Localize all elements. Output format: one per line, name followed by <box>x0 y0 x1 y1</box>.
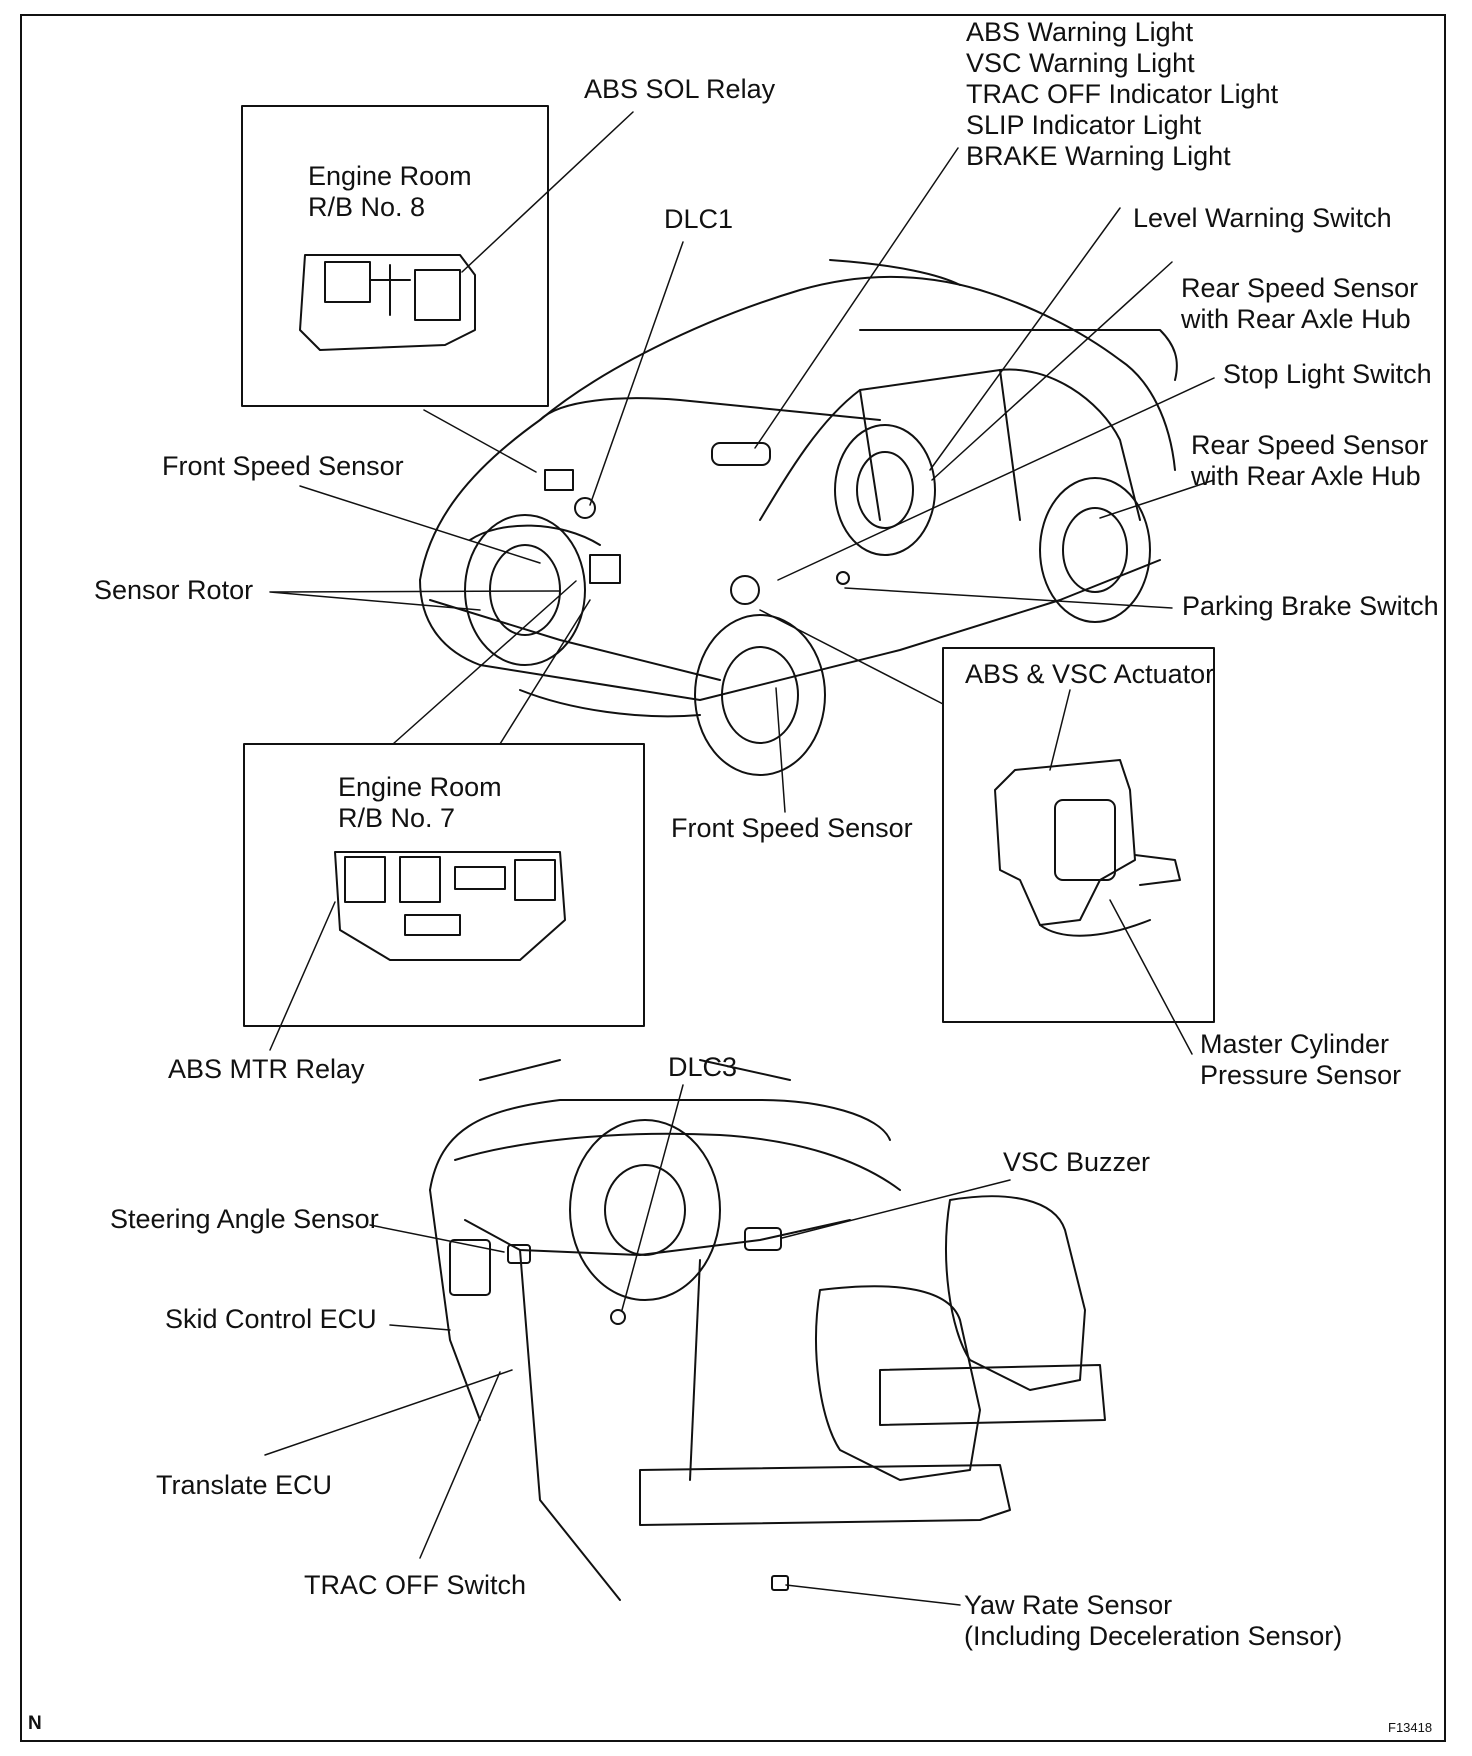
inset-box-actuator <box>942 647 1215 1023</box>
label-abs-mtr-relay: ABS MTR Relay <box>168 1054 365 1084</box>
label-dlc1: DLC1 <box>664 204 734 234</box>
label-vsc-buzzer: VSC Buzzer <box>1003 1147 1151 1177</box>
inset-box-rb7 <box>243 743 645 1027</box>
label-master-cylinder-pressure-sensor: Master Cylinder Pressure Sensor <box>1200 1029 1402 1090</box>
label-stop-light-switch: Stop Light Switch <box>1223 359 1432 389</box>
label-level-warning-switch: Level Warning Switch <box>1133 203 1392 233</box>
label-rear-speed-sensor-1: Rear Speed Sensor with Rear Axle Hub <box>1181 273 1419 334</box>
corner-mark: N <box>28 1713 42 1734</box>
actuator-drawing <box>994 759 1181 937</box>
label-front-speed-sensor-bottom: Front Speed Sensor <box>671 813 913 843</box>
label-steering-angle-sensor: Steering Angle Sensor <box>110 1204 379 1234</box>
label-trac-off-switch: TRAC OFF Switch <box>304 1570 527 1600</box>
label-front-speed-sensor-top: Front Speed Sensor <box>162 451 404 481</box>
diagram-frame <box>20 14 1446 1742</box>
label-translate-ecu: Translate ECU <box>156 1470 333 1500</box>
relay-block-rb8-drawing <box>299 254 476 351</box>
label-rear-speed-sensor-2: Rear Speed Sensor with Rear Axle Hub <box>1191 430 1429 491</box>
relay-block-rb7-drawing <box>334 851 566 961</box>
leader-lines <box>264 111 1215 1606</box>
label-engine-room-rb8: Engine Room R/B No. 8 <box>308 161 472 222</box>
label-parking-brake-switch: Parking Brake Switch <box>1182 591 1439 621</box>
label-abs-sol-relay: ABS SOL Relay <box>584 74 776 104</box>
label-dlc3: DLC3 <box>668 1052 738 1082</box>
inset-box-rb8 <box>241 105 549 407</box>
label-warning-lights: ABS Warning Light VSC Warning Light TRAC… <box>966 17 1279 171</box>
label-skid-control-ecu: Skid Control ECU <box>165 1304 377 1334</box>
label-yaw-rate-sensor: Yaw Rate Sensor (Including Deceleration … <box>964 1590 1343 1651</box>
vehicle-illustration <box>419 259 1178 776</box>
figure-code: F13418 <box>1388 1720 1433 1735</box>
label-abs-vsc-actuator: ABS & VSC Actuator <box>965 659 1215 689</box>
label-engine-room-rb7: Engine Room R/B No. 7 <box>338 772 502 833</box>
label-sensor-rotor: Sensor Rotor <box>94 575 254 605</box>
interior-illustration <box>429 1059 1106 1601</box>
